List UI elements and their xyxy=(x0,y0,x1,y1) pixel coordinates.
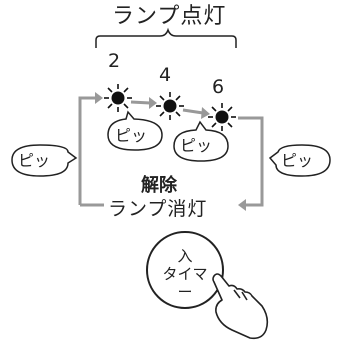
beep-bubble-center-1 xyxy=(107,110,163,151)
lamp-off-label: ランプ消灯 xyxy=(108,198,208,220)
lamp-on-title: ランプ点灯 xyxy=(112,4,227,29)
lamp-icon xyxy=(104,84,132,112)
beep-text-center-1: ピッ xyxy=(115,126,148,145)
loop-arrows xyxy=(78,96,264,207)
step-arrows xyxy=(130,97,210,119)
timer-button-line2: タイマー xyxy=(162,265,208,301)
hand-pointer-icon xyxy=(212,273,269,340)
arrow-head-to-lamp-off xyxy=(238,199,246,211)
beep-bubble-right xyxy=(268,144,331,177)
timer-button-line1: 入 xyxy=(177,247,193,265)
beep-bubble-left xyxy=(11,144,78,177)
step-number-2: 4 xyxy=(159,64,172,86)
step-number-3: 6 xyxy=(212,76,225,98)
beep-text-center-2: ピッ xyxy=(180,136,213,155)
beep-text-right: ピッ xyxy=(281,151,314,170)
step-number-1: 2 xyxy=(108,50,121,72)
timer-button[interactable]: 入 タイマー xyxy=(156,247,214,301)
title-brace xyxy=(95,27,237,48)
timer-button-outline xyxy=(146,231,224,309)
beep-bubble-center-2 xyxy=(173,120,229,162)
lamp-icon xyxy=(156,92,184,120)
release-label: 解除 xyxy=(141,175,177,196)
beep-text-left: ピッ xyxy=(18,151,51,170)
arrow-head-to-lamp1 xyxy=(95,92,103,104)
lamp-icon xyxy=(208,103,236,131)
